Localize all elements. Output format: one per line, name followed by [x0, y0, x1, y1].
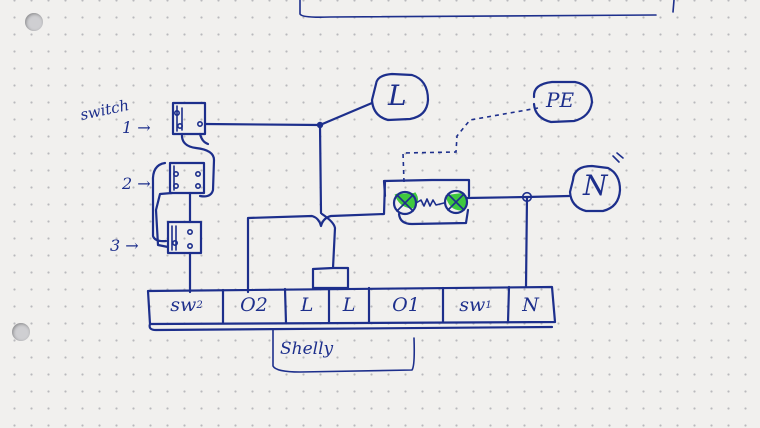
switch-2-symbol — [168, 161, 206, 195]
switch-number-1-text: 1 — [122, 118, 133, 137]
terminal-block — [146, 285, 557, 332]
wire-o2 — [246, 179, 387, 294]
live-label: L — [388, 79, 407, 112]
binder-hole-top — [25, 13, 43, 31]
wire-live-down — [318, 123, 323, 215]
earth-label: PE — [546, 88, 575, 112]
switch-number-1: 1 → — [122, 120, 151, 136]
switch-arrow-1: → — [137, 118, 151, 137]
switch-arrow-2: → — [137, 174, 151, 193]
terminal-l-first-name: L — [300, 294, 314, 316]
device-label: Shelly — [280, 339, 334, 359]
terminal-sw1-sup: 1 — [485, 299, 492, 311]
switch-3-symbol — [166, 220, 203, 255]
wire-live-bridge — [311, 212, 350, 290]
binder-hole-bottom — [12, 323, 30, 341]
terminal-l-first: L — [285, 294, 329, 316]
terminal-sw2-name: sw — [170, 294, 197, 316]
switch-number-3-text: 3 — [110, 236, 121, 255]
lamp-left — [392, 190, 419, 216]
terminal-o1: O1 — [369, 294, 443, 316]
terminal-sw2-sup: 2 — [196, 299, 203, 311]
terminal-o1-name: O1 — [392, 294, 420, 316]
lamp-right — [443, 189, 469, 215]
switch-arrow-3: → — [125, 236, 139, 255]
earth-dashed-link — [402, 107, 539, 183]
lamp-holder — [382, 178, 471, 226]
previous-sketch-line — [299, 0, 657, 18]
wire-neutral — [465, 194, 571, 200]
terminal-l-second: L — [329, 294, 369, 316]
earth-circle — [532, 80, 594, 124]
terminal-n-name: N — [522, 294, 539, 316]
terminal-o2-name: O2 — [240, 294, 268, 316]
switch-number-3: 3 → — [110, 238, 139, 254]
terminal-n: N — [508, 294, 553, 316]
traveler-wires — [151, 132, 216, 249]
terminal-dividers — [221, 285, 511, 325]
neutral-tick-marks — [612, 152, 624, 163]
wire-live — [203, 101, 374, 127]
switch-number-2: 2 → — [122, 176, 151, 192]
previous-sketch-line — [672, 0, 675, 13]
terminal-l-second-name: L — [342, 294, 356, 316]
shelly-bracket — [272, 329, 416, 373]
neutral-label: N — [583, 169, 608, 202]
neutral-circle — [568, 164, 622, 213]
terminal-o2: O2 — [223, 294, 285, 316]
lamp-series-resistor — [415, 198, 445, 207]
switch-number-2-text: 2 — [122, 174, 133, 193]
wire-neutral-down — [524, 195, 529, 289]
terminal-sw1-name: sw — [459, 294, 486, 316]
live-supply-circle — [370, 72, 430, 122]
switch-1-symbol — [171, 101, 207, 136]
